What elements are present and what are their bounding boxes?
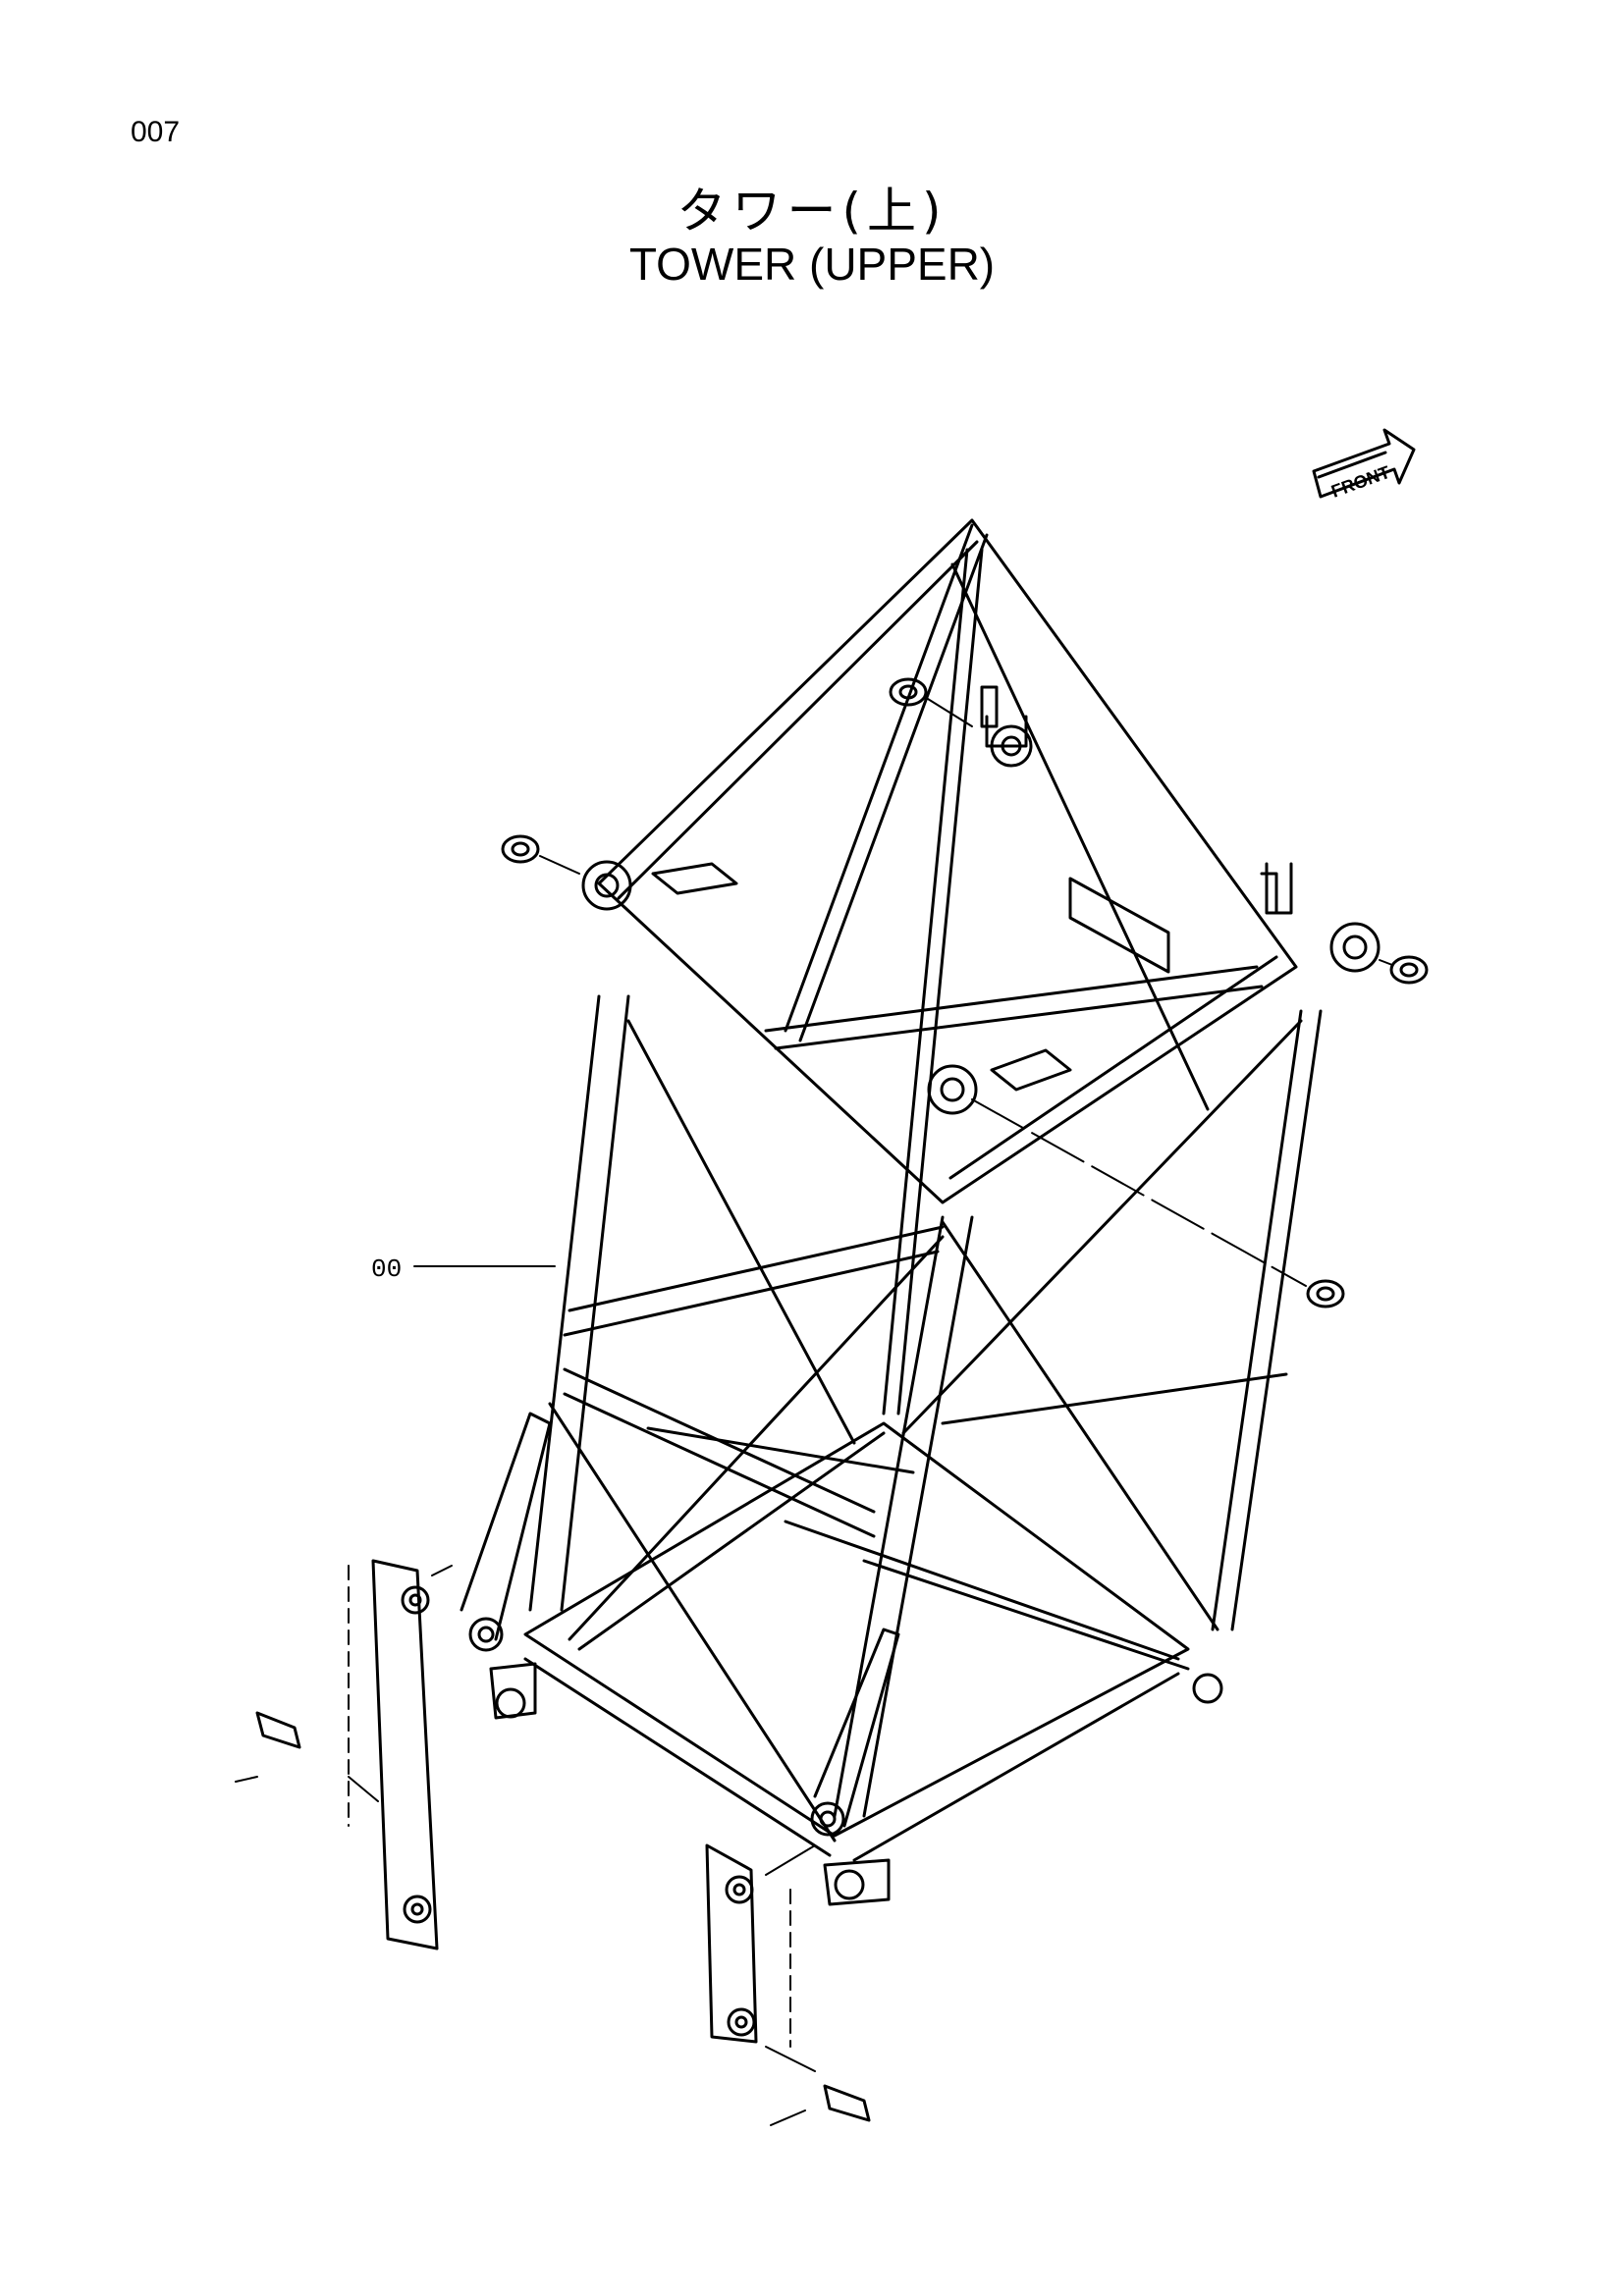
bushing-parts — [501, 677, 1429, 1308]
link-bar-bottom — [705, 1843, 871, 2126]
front-arrow-icon: FRONT — [1312, 428, 1416, 502]
front-label: FRONT — [1328, 462, 1392, 502]
link-bar-left — [235, 1559, 453, 1950]
tower-frame — [460, 518, 1380, 1906]
callout-label-00: 00 — [371, 1255, 402, 1284]
title-english: TOWER (UPPER) — [628, 239, 996, 290]
title-japanese: タワー(上) — [677, 183, 947, 240]
page-number: 007 — [131, 116, 181, 148]
